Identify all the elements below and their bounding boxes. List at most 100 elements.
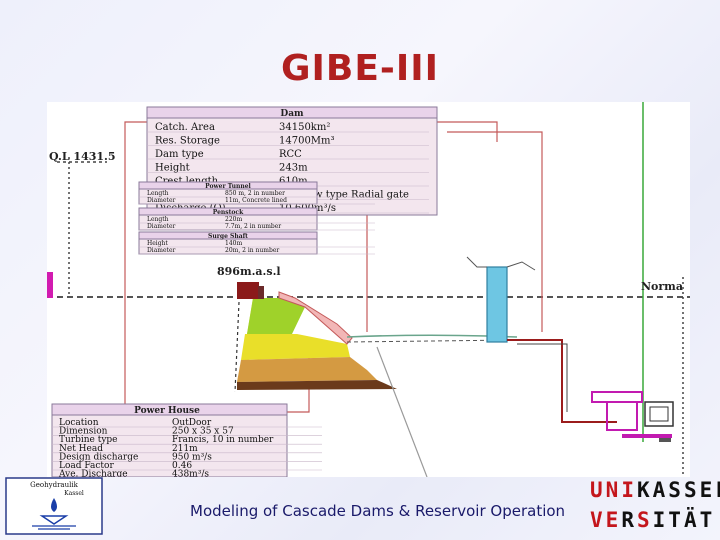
dam-crest <box>237 282 259 299</box>
uni-logo-row2: VERSITÄT <box>590 508 715 532</box>
left-level-label: Q.L 1431.5 <box>49 150 116 163</box>
gibe-iii-diagram: Dam Catch. Area 34150km² Res. Storage 14700… <box>47 102 690 477</box>
water-level-icon <box>39 515 69 525</box>
dam-green-layer <box>247 298 305 334</box>
uni-letter: I <box>621 478 637 502</box>
uni-letter: S <box>636 508 653 532</box>
penstock-header: Penstock <box>213 209 244 216</box>
table-cell-value: 140m <box>225 240 242 247</box>
leader-line-left <box>124 121 147 433</box>
table-cell-label: Diameter <box>147 247 176 254</box>
table-cell-value: Francis, 10 in number <box>172 435 274 445</box>
geohydraulik-logo-art: Geohydraulik Kassel <box>5 477 103 535</box>
slide-title: GIBE-III <box>280 48 440 89</box>
surge-shaft <box>486 266 508 343</box>
table-cell-label: Height <box>155 163 190 174</box>
table-cell-value: 0.46 <box>172 461 192 471</box>
table-cell-value: OutDoor <box>172 418 212 428</box>
table-cell-label: Load Factor <box>59 461 114 471</box>
table-cell-label: Dam type <box>155 149 204 160</box>
dam-yellow-layer <box>241 334 350 360</box>
table-cell-value: 850 m, 2 in number <box>225 190 285 197</box>
table-cell-label: Diameter <box>147 197 176 204</box>
dam-orange-layer <box>237 357 377 382</box>
uni-letter: S <box>668 478 684 502</box>
table-cell-label: Height <box>147 240 168 247</box>
uni-letter: V <box>590 508 606 532</box>
logo-left-line1: Geohydraulik <box>30 481 78 489</box>
table-cell-value: 243m <box>279 163 308 174</box>
table-cell-value: RCC <box>279 149 302 160</box>
table-cell-label: Turbine type <box>59 435 118 445</box>
table-cell-label: Design discharge <box>59 452 138 462</box>
penstock-line <box>507 339 617 423</box>
access-line <box>376 346 428 477</box>
table-cell-value: 950 m³/s <box>172 452 212 462</box>
power-tunnel-header: Power Tunnel <box>205 183 251 190</box>
dam-brown-foundation <box>237 380 397 390</box>
table-cell-value: 250 x 35 x 57 <box>172 427 234 437</box>
uni-letter: T <box>668 508 684 532</box>
uni-letter: I <box>652 508 669 532</box>
uni-letter: Ä <box>683 508 700 532</box>
uni-letter: R <box>621 508 637 532</box>
uni-letter: T <box>699 508 716 532</box>
surge-hill-left <box>466 256 487 268</box>
dam-crest-gate <box>258 286 264 299</box>
uni-letter: K <box>636 478 653 502</box>
left-edge-marker <box>47 272 53 298</box>
table-cell-label: Res. Storage <box>155 136 220 147</box>
power-house-machinery <box>591 391 674 442</box>
uni-letter: E <box>605 508 622 532</box>
table-cell-label: Ave. Discharge <box>58 470 128 477</box>
geohydraulik-logo: Geohydraulik Kassel <box>2 474 106 536</box>
spillway-chute <box>278 291 353 345</box>
uni-letter: S <box>683 478 700 502</box>
table-cell-label: Catch. Area <box>155 122 215 133</box>
uni-letter: A <box>652 478 669 502</box>
table-cell-label: Length <box>147 190 169 197</box>
uni-letter: E <box>699 478 716 502</box>
leader-line-dam <box>437 121 498 142</box>
table-cell-value: 34150km² <box>279 122 330 133</box>
uni-kassel-logo: UNIKASSEL VERSITÄT <box>590 474 720 536</box>
uni-letter: U <box>590 478 606 502</box>
dam-schematic: Dam Catch. Area 34150km² Res. Storage 14700… <box>47 102 690 477</box>
uni-letter: L <box>715 478 720 502</box>
leader-line-surge <box>447 131 543 332</box>
table-cell-value: 211m <box>172 444 198 454</box>
table-cell-value: overflow type Radial gate <box>279 190 409 201</box>
table-cell-label: Diameter <box>147 223 176 230</box>
table-cell-label: Dimension <box>59 427 108 437</box>
surge-hill-right <box>506 261 536 271</box>
water-drop-icon <box>51 498 57 512</box>
terrain-line <box>346 334 518 338</box>
surge-shaft-header: Surge Shaft <box>208 233 248 240</box>
uni-logo-row1: UNIKASSEL <box>590 478 720 502</box>
table-cell-label: Length <box>147 216 169 223</box>
power-house-header: Power House <box>134 406 200 416</box>
penstock-outline <box>517 343 568 412</box>
table-cell-value: 20m, 2 in number <box>225 247 279 254</box>
table-cell-value: 220m <box>225 216 242 223</box>
crest-level-label: 896m.a.s.l <box>217 265 281 278</box>
normal-level-label: Norma <box>641 280 683 293</box>
table-cell-value: 7.7m, 2 in number <box>225 223 281 230</box>
dam-table-header: Dam <box>280 109 304 119</box>
table-cell-value: 14700Mm³ <box>279 136 335 147</box>
power-tunnel-table: Power Tunnel Length 850 m, 2 in numberDia… <box>138 181 375 205</box>
logo-left-line2: Kassel <box>64 490 84 497</box>
uni-letter: N <box>605 478 622 502</box>
table-cell-label: Location <box>59 418 99 428</box>
slide-footer: Modeling of Cascade Dams & Reservoir Ope… <box>190 502 566 520</box>
table-cell-label: Net Head <box>59 444 103 454</box>
table-cell-value: 438m³/s <box>172 470 209 477</box>
table-cell-value: 11m, Concrete lined <box>225 197 287 204</box>
